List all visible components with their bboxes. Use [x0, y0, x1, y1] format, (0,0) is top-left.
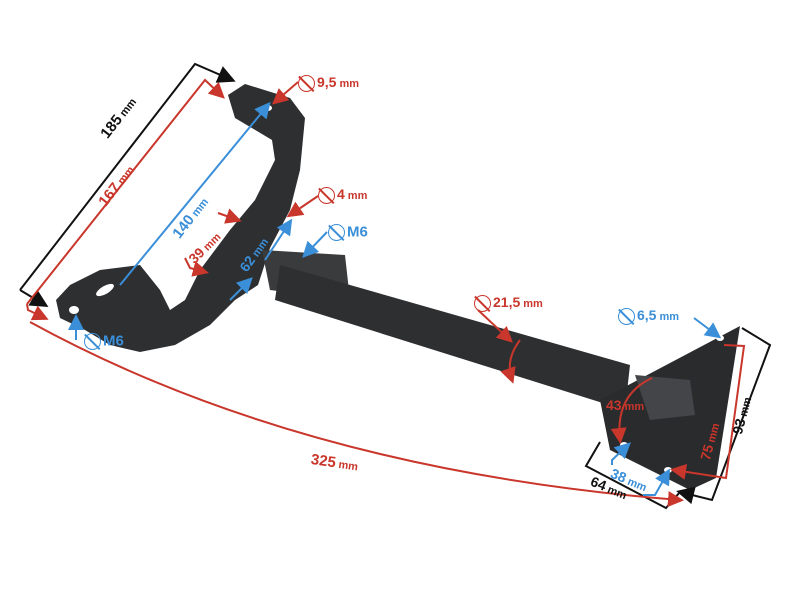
label-center-thread: M6: [328, 224, 368, 241]
bracket-part: [56, 84, 740, 490]
diameter-icon: [474, 295, 491, 312]
diameter-icon: [618, 308, 635, 325]
diameter-icon: [84, 333, 101, 350]
label-left-thread: M6: [84, 333, 124, 350]
diameter-icon: [298, 75, 315, 92]
diameter-icon: [318, 187, 335, 204]
diameter-icon: [328, 224, 345, 241]
